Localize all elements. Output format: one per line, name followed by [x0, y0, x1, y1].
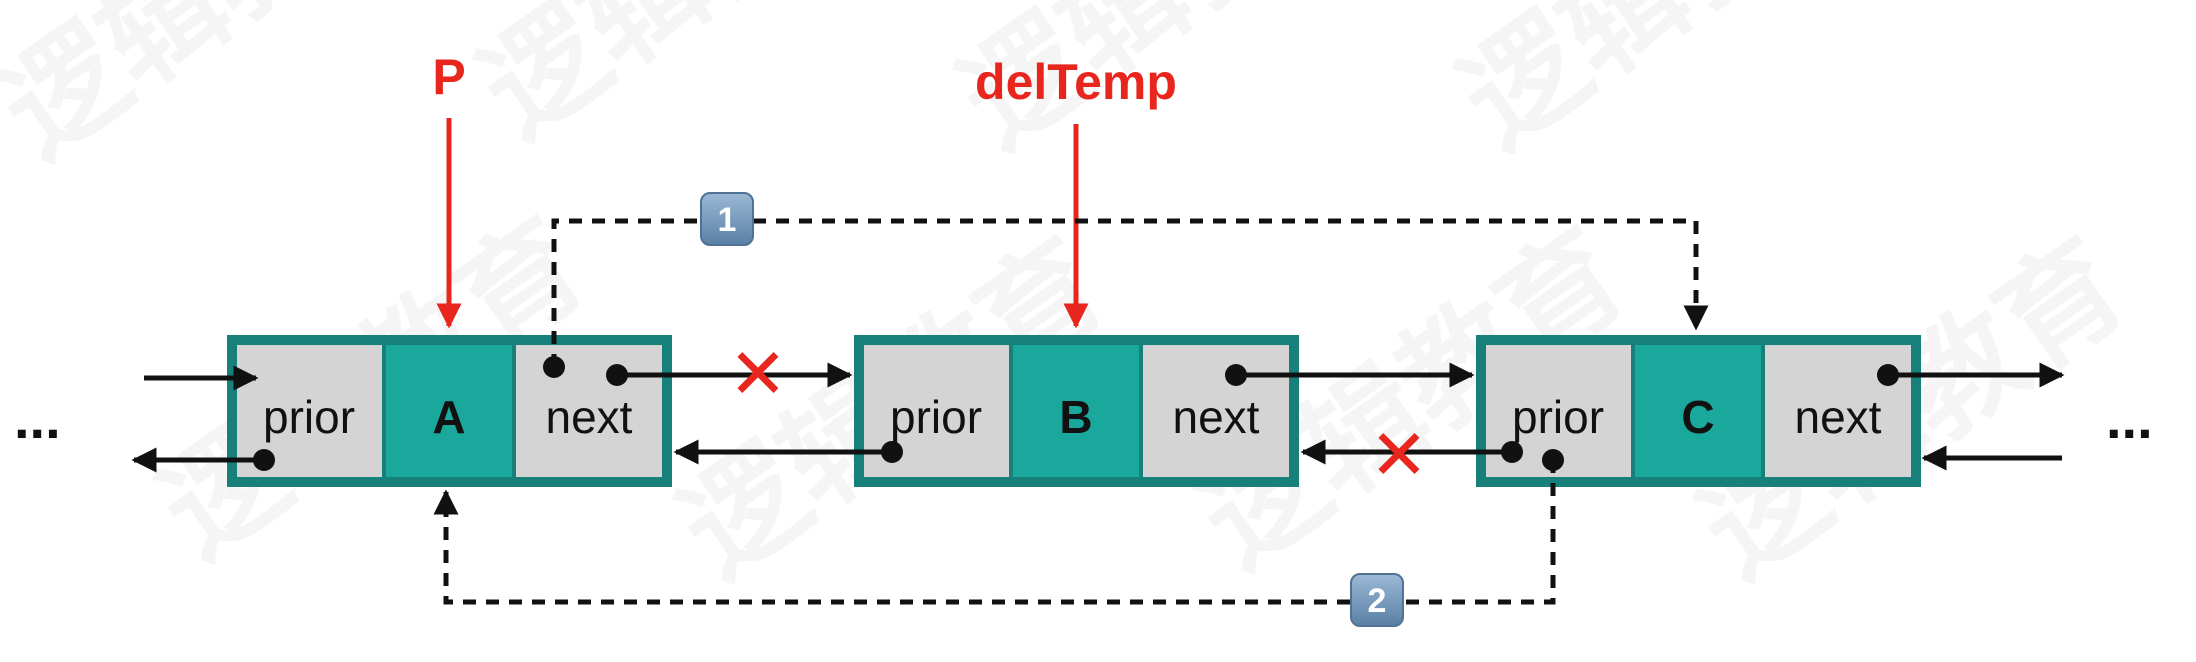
ellipsis-right: ...	[2106, 387, 2153, 450]
node-b-prior-label: prior	[890, 391, 982, 443]
node-b: prior B next	[854, 335, 1299, 487]
step-2-link: 2	[433, 449, 1564, 627]
node-c-value-field	[1635, 345, 1761, 477]
node-b-value-label: B	[1059, 391, 1092, 443]
step-1-number: 1	[718, 201, 737, 239]
svg-text:逻辑教育: 逻辑教育	[0, 0, 450, 184]
pointer-deltemp-label: delTemp	[975, 54, 1177, 110]
svg-text:逻辑教育: 逻辑教育	[457, 0, 930, 164]
node-a-value-field	[386, 345, 512, 477]
node-b-value-field	[1013, 345, 1139, 477]
node-c-value-label: C	[1681, 391, 1714, 443]
node-a-next-label: next	[546, 391, 633, 443]
step-1-badge: 1	[700, 192, 754, 246]
node-c-next-label: next	[1795, 391, 1882, 443]
node-c-prior-label: prior	[1512, 391, 1604, 443]
removed-link-c-prior-cross: ✕	[1370, 414, 1429, 496]
solid-links	[131, 362, 2065, 473]
step-2-number: 2	[1368, 582, 1387, 620]
step-1-dashed-path	[551, 218, 1709, 367]
node-c: prior C next	[1476, 335, 1921, 487]
node-a: prior A next	[227, 335, 672, 487]
node-a-prior-label: prior	[263, 391, 355, 443]
ellipsis-left: ...	[14, 387, 61, 450]
node-a-next-field	[516, 345, 662, 477]
removed-link-a-next-cross: ✕	[729, 333, 788, 415]
step-2-dashed-path	[433, 460, 1556, 605]
node-a-value-label: A	[432, 391, 465, 443]
svg-text:逻辑教育: 逻辑教育	[1437, 0, 1910, 174]
node-b-next-field	[1143, 345, 1289, 477]
step-2-badge: 2	[1350, 573, 1404, 627]
node-b-next-label: next	[1173, 391, 1260, 443]
pointer-p-label: P	[432, 49, 465, 105]
step-1-link: 1	[543, 192, 1709, 378]
